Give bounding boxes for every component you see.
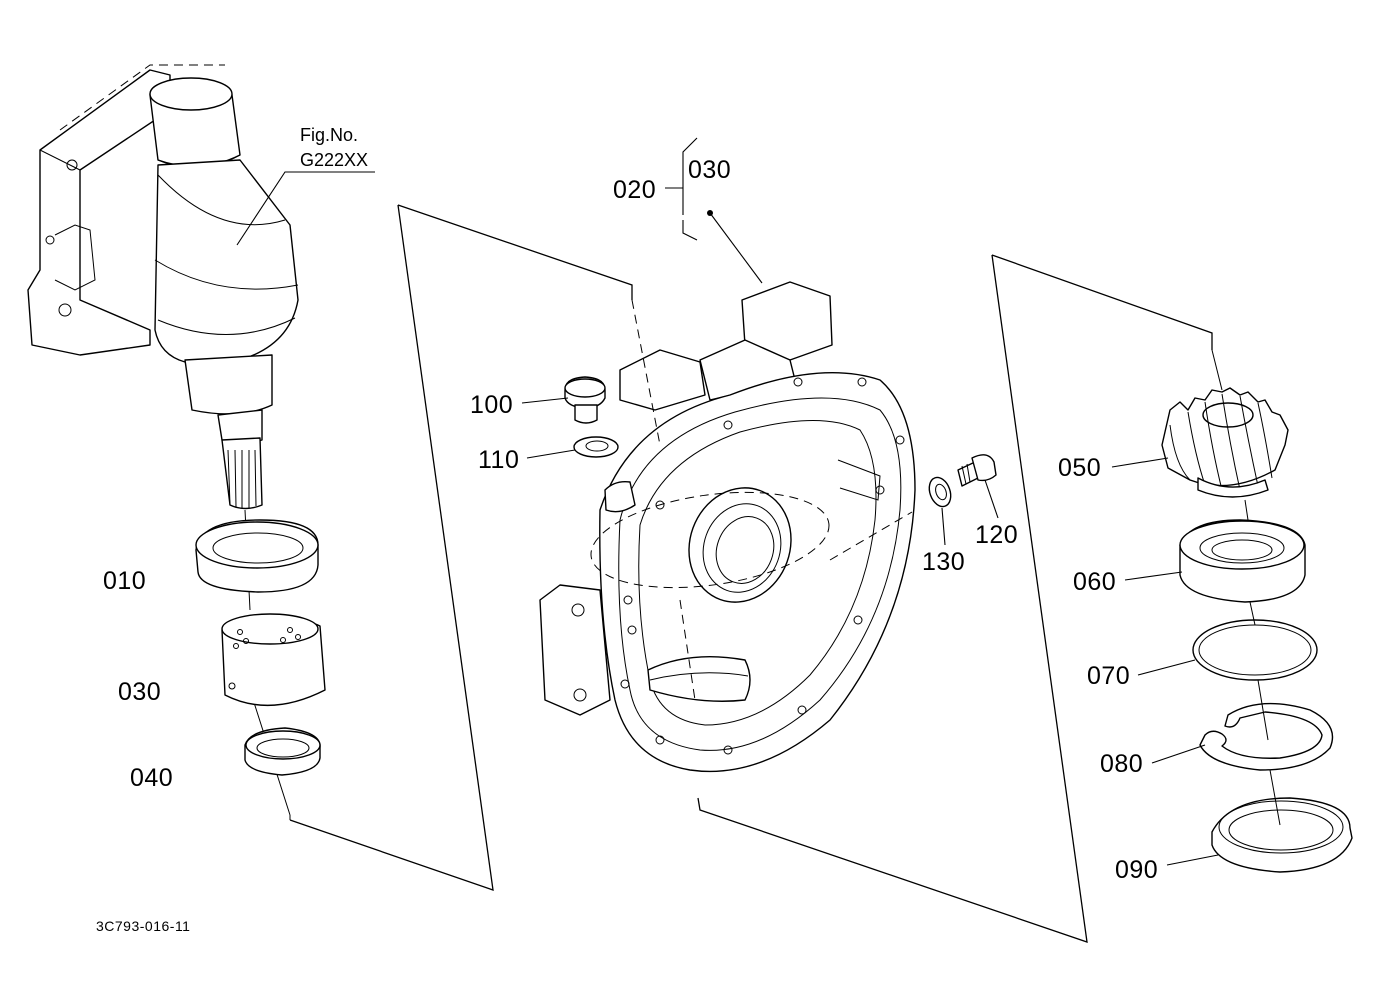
callout-030: 030: [118, 678, 161, 706]
snap-ring-080: [1199, 702, 1334, 771]
seal-090: [1211, 797, 1353, 873]
ring-070: [1192, 619, 1318, 681]
bearing-060: [1179, 519, 1306, 603]
callout-120: 120: [975, 521, 1018, 549]
reference-housing: [27, 64, 375, 510]
washer-130: [928, 476, 952, 508]
bearing-040: [244, 727, 321, 776]
callout-090: 090: [1115, 856, 1158, 884]
callout-110: 110: [478, 446, 519, 474]
callout-040: 040: [130, 764, 173, 792]
callout-030-sub: 030: [688, 156, 731, 184]
callout-060: 060: [1073, 568, 1116, 596]
main-housing: [539, 281, 916, 773]
callout-100: 100: [470, 391, 513, 419]
bushing-030: [221, 613, 326, 707]
callout-080: 080: [1100, 750, 1143, 778]
callout-050: 050: [1058, 454, 1101, 482]
callout-020: 020: [613, 176, 656, 204]
bevel-gear-050: [1161, 387, 1289, 498]
fig-no-value: G222XX: [300, 150, 368, 170]
bearing-010: [195, 519, 319, 593]
drawing-number: 3C793-016-11: [96, 918, 190, 934]
fig-no-label: Fig.No.: [300, 125, 358, 145]
callout-070: 070: [1087, 662, 1130, 690]
plug-100: [564, 376, 606, 424]
washer-110: [573, 436, 619, 458]
callout-010: 010: [103, 567, 146, 595]
callout-130: 130: [922, 548, 965, 576]
bolt-120: [957, 454, 997, 487]
